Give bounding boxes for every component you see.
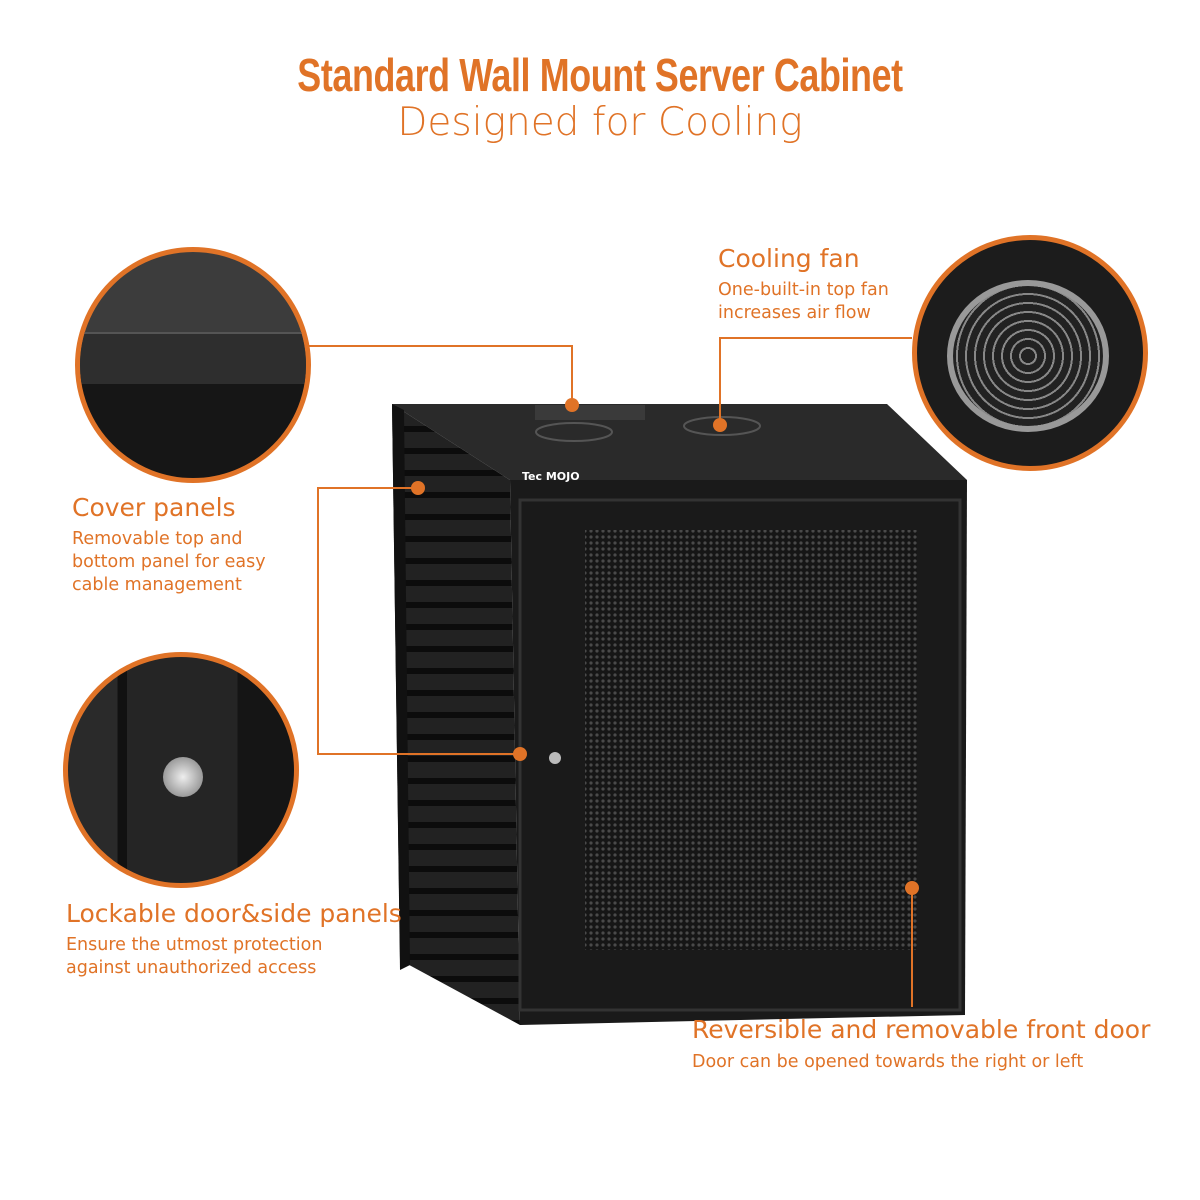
cabinet-body bbox=[392, 404, 967, 1025]
page-title: Standard Wall Mount Server Cabinet bbox=[297, 49, 903, 101]
brand-logo: Tec MOJO bbox=[522, 470, 580, 483]
feature-title-front-door: Reversible and removable front door bbox=[692, 1015, 1151, 1044]
callout-dot bbox=[713, 418, 727, 432]
front-door-mesh bbox=[585, 530, 917, 950]
key-lock-icon bbox=[163, 757, 203, 797]
feature-desc-cover-panels: Removable top and bottom panel for easy … bbox=[72, 528, 266, 597]
page-subtitle: Designed for Cooling bbox=[397, 100, 803, 145]
feature-desc-lockable: Ensure the utmost protection against una… bbox=[66, 934, 322, 980]
cabinet-side bbox=[392, 404, 520, 1025]
desc-line: Door can be opened towards the right or … bbox=[692, 1052, 1084, 1072]
detail-cooling-fan-image bbox=[912, 235, 1148, 471]
desc-line: against unauthorized access bbox=[66, 958, 317, 978]
fan-icon bbox=[947, 280, 1109, 432]
top-fan-right bbox=[683, 416, 761, 436]
door-lock bbox=[549, 752, 561, 764]
feature-title-lockable: Lockable door&side panels bbox=[66, 899, 402, 928]
desc-line: Ensure the utmost protection bbox=[66, 935, 323, 955]
cabinet-top bbox=[392, 404, 967, 480]
desc-line: cable management bbox=[72, 575, 242, 595]
desc-line: bottom panel for easy bbox=[72, 552, 266, 572]
detail-cover-panels-image bbox=[75, 247, 311, 483]
leader-lines bbox=[305, 337, 913, 1007]
feature-title-cooling-fan: Cooling fan bbox=[718, 244, 860, 273]
desc-line: One-built-in top fan bbox=[718, 280, 889, 300]
feature-desc-front-door: Door can be opened towards the right or … bbox=[692, 1051, 1083, 1074]
top-fan-left bbox=[535, 422, 613, 442]
detail-lock-image bbox=[63, 652, 299, 888]
feature-desc-cooling-fan: One-built-in top fan increases air flow bbox=[718, 279, 889, 325]
callout-dot bbox=[565, 398, 579, 412]
callout-dot bbox=[905, 881, 919, 895]
callout-dot bbox=[513, 747, 527, 761]
callout-dot bbox=[411, 481, 425, 495]
feature-title-cover-panels: Cover panels bbox=[72, 493, 236, 522]
desc-line: increases air flow bbox=[718, 303, 871, 323]
desc-line: Removable top and bbox=[72, 529, 243, 549]
